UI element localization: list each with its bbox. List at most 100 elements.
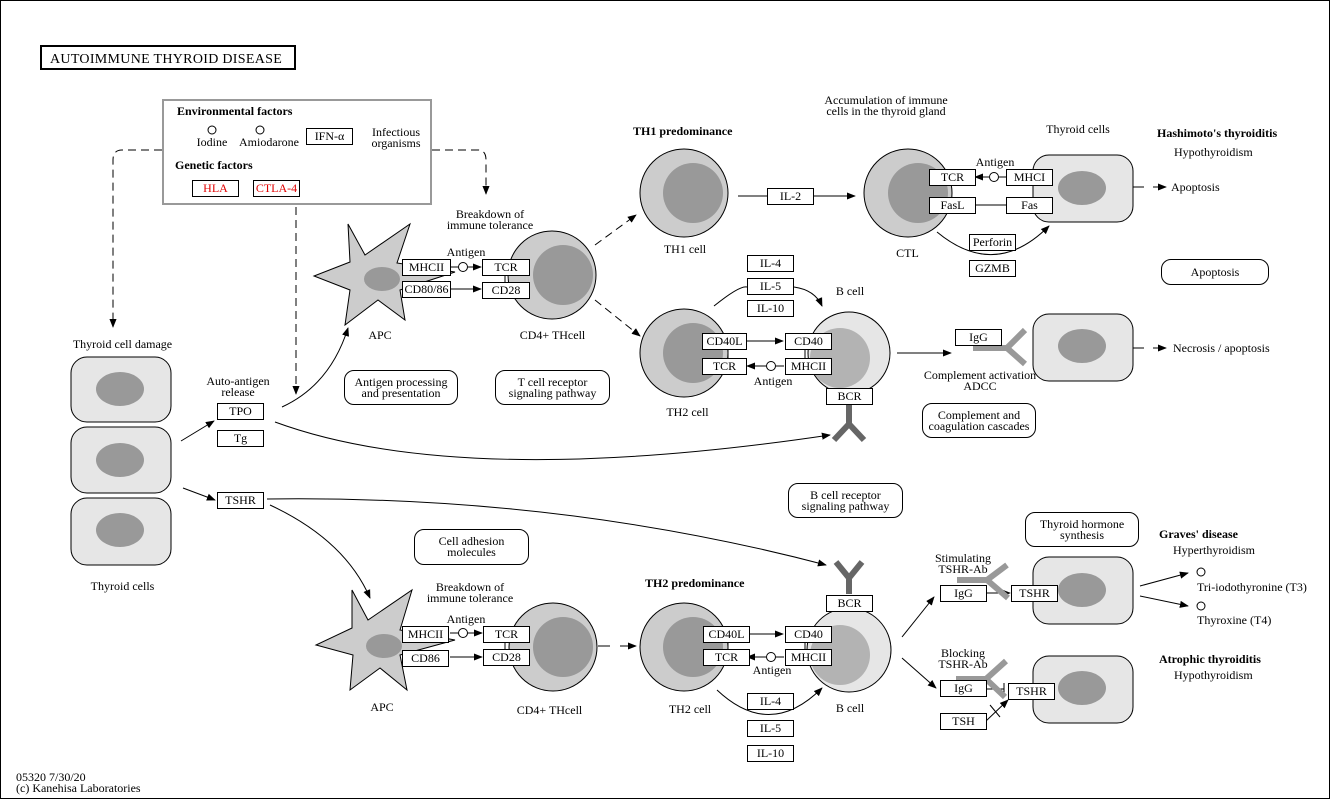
thyroid-cells-label-hashimoto: Thyroid cells [1046,122,1110,136]
th2-cell-upper [639,308,729,398]
igg-gene-necrosis[interactable]: IgG [955,329,1002,346]
cd4-cell-label-lower: CD4+ THcell [516,703,583,717]
tg-gene[interactable]: Tg [217,430,264,447]
il5-gene-lower[interactable]: IL-5 [747,720,794,737]
antigen-label-th2-lower: Antigen [752,663,792,677]
mhcii-gene-bcell-upper[interactable]: MHCII [785,358,832,375]
edges [180,173,1189,722]
apoptosis-pathway[interactable]: Apoptosis [1161,259,1269,285]
perforin-gene[interactable]: Perforin [969,234,1016,251]
tcr-gene-th2-lower[interactable]: TCR [703,649,750,666]
hashimoto-disease-label: Hashimoto's thyroiditis [1157,126,1278,140]
tpo-gene[interactable]: TPO [217,403,264,420]
th2-cell-lower [639,602,729,692]
tsh-gene[interactable]: TSH [940,713,987,730]
apoptosis-outcome-label: Apoptosis [1171,180,1220,194]
apc-cell-upper [312,222,456,327]
amiodarone-label[interactable]: Amiodarone [239,135,299,149]
cd4-cell-lower [508,602,598,692]
th1-predominance-heading: TH1 predominance [633,124,733,138]
thyroid-cell-graves [1032,556,1134,625]
il2-gene[interactable]: IL-2 [767,188,814,205]
igg-gene-stimulating[interactable]: IgG [940,585,987,602]
tcr-gene-th2-upper[interactable]: TCR [702,358,747,375]
tcr-gene-upper[interactable]: TCR [482,259,530,276]
tshr-gene-left[interactable]: TSHR [217,492,264,509]
cd80-86-gene[interactable]: CD80/86 [402,281,451,298]
cd40l-gene-lower[interactable]: CD40L [703,626,750,643]
th2-predominance-heading: TH2 predominance [645,576,745,590]
mhcii-gene-lower[interactable]: MHCII [402,626,449,643]
ctla4-gene[interactable]: CTLA-4 [253,180,300,197]
mhci-gene[interactable]: MHCI [1006,169,1053,186]
fasl-gene[interactable]: FasL [929,197,976,214]
necrosis-apoptosis-label: Necrosis / apoptosis [1173,341,1270,355]
bcr-gene-upper[interactable]: BCR [826,388,873,405]
igg-antibody-necrosis [973,327,1028,367]
t3-compound-label[interactable]: Tri-iodothyronine (T3) [1197,580,1307,594]
compound-circles [207,125,1206,662]
il4-gene-lower[interactable]: IL-4 [747,693,794,710]
cd4-cell-upper [507,230,597,320]
graves-condition-label: Hyperthyroidism [1173,543,1255,557]
tcr-gene-lower[interactable]: TCR [483,626,530,643]
th2-cell-label-lower: TH2 cell [668,702,712,716]
cd4-cell-label-upper: CD4+ THcell [519,328,586,342]
bcr-antibody-upper [831,404,867,443]
cd40-gene-lower[interactable]: CD40 [785,626,832,643]
cd86-gene[interactable]: CD86 [402,650,449,667]
antigen-label-upper: Antigen [446,245,486,259]
antigen-label-th2-upper: Antigen [753,374,793,388]
thyroid-cells-left [70,356,172,566]
graves-disease-label: Graves' disease [1159,527,1238,541]
il10-gene-lower[interactable]: IL-10 [747,745,794,762]
igg-gene-blocking[interactable]: IgG [940,680,987,697]
gzmb-gene[interactable]: GZMB [969,260,1016,277]
mhcii-gene-upper[interactable]: MHCII [402,259,451,276]
iodine-label[interactable]: Iodine [196,135,228,149]
fas-gene[interactable]: Fas [1006,197,1053,214]
il5-gene-upper[interactable]: IL-5 [747,278,794,295]
antigen-label-lower: Antigen [446,612,486,626]
bcr-antibody-lower [833,560,865,594]
cd40-gene-upper[interactable]: CD40 [785,333,832,350]
th1-cell-label: TH1 cell [663,242,707,256]
tshr-gene-atrophic[interactable]: TSHR [1008,683,1055,700]
stimulating-antibody [957,562,1010,601]
il10-gene-upper[interactable]: IL-10 [747,300,794,317]
atrophic-condition-label: Hypothyroidism [1174,668,1253,682]
thyroid-cell-damage-label: Thyroid cell damage [72,337,173,351]
b-cell-label-lower: B cell [835,701,865,715]
cd40l-gene-upper[interactable]: CD40L [702,333,747,350]
mhcii-gene-bcell-lower[interactable]: MHCII [785,649,832,666]
thyroid-cell-hashimoto [1032,154,1134,223]
b-cell-label-upper: B cell [835,284,865,298]
copyright: (c) Kanehisa Laboratories [16,781,141,795]
tcr-gene-ctl[interactable]: TCR [929,169,976,186]
t4-compound-label[interactable]: Thyroxine (T4) [1197,613,1272,627]
atrophic-disease-label: Atrophic thyroiditis [1159,652,1261,666]
factors-box [162,99,432,205]
ifn-alpha-gene[interactable]: IFN-α [306,128,353,145]
cd28-gene-lower[interactable]: CD28 [483,649,530,666]
tshr-gene-graves[interactable]: TSHR [1011,585,1058,602]
hla-gene[interactable]: HLA [192,180,239,197]
pathway-id-date: 05320 7/30/20 [16,770,86,784]
il4-gene-upper[interactable]: IL-4 [747,255,794,272]
bcr-gene-lower[interactable]: BCR [826,595,873,612]
th2-cell-label-upper: TH2 cell [666,405,709,419]
cd28-gene-upper[interactable]: CD28 [482,282,530,299]
